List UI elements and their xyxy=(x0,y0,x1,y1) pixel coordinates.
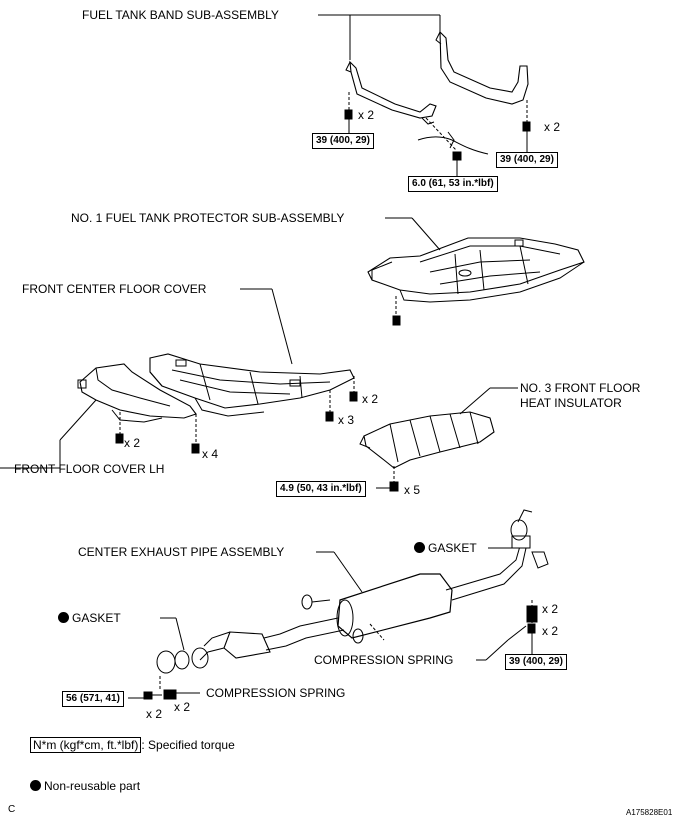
legend-torque: N*m (kgf*cm, ft.*lbf): Specified torque xyxy=(30,737,235,753)
qty-floor-cover-right: x 4 xyxy=(202,447,219,461)
center-exhaust-pipe-drawing xyxy=(128,509,549,700)
qty-band-left: x 2 xyxy=(358,108,375,122)
torque-band-center: 6.0 (61, 53 in.*lbf) xyxy=(408,176,498,192)
label-gasket-right: GASKET xyxy=(414,541,477,555)
torque-exhaust-right: 39 (400, 29) xyxy=(505,654,567,670)
label-center-exhaust-pipe: CENTER EXHAUST PIPE ASSEMBLY xyxy=(78,545,285,559)
qty-exhaust-left-spring: x 2 xyxy=(174,700,191,714)
label-fuel-tank-protector: NO. 1 FUEL TANK PROTECTOR SUB-ASSEMBLY xyxy=(71,211,345,225)
torque-band-right: 39 (400, 29) xyxy=(496,152,558,168)
qty-insulator: x 5 xyxy=(404,483,421,497)
label-compression-spring-right: COMPRESSION SPRING xyxy=(314,653,454,667)
legend-torque-box: N*m (kgf*cm, ft.*lbf) xyxy=(30,737,142,753)
torque-insulator: 4.9 (50, 43 in.*lbf) xyxy=(276,481,366,497)
figure-id: A175828E01 xyxy=(626,808,673,817)
label-no3-heat-insulator-line1: NO. 3 FRONT FLOOR xyxy=(520,381,641,395)
label-front-floor-cover-lh: FRONT FLOOR COVER LH xyxy=(14,462,165,476)
front-floor-cover-lh-drawing xyxy=(0,363,200,469)
gasket-right-text: GASKET xyxy=(428,541,477,555)
non-reusable-marker-icon xyxy=(58,612,69,623)
non-reusable-marker-icon xyxy=(30,780,41,791)
legend-non-reusable-text: Non-reusable part xyxy=(44,779,141,793)
fuel-tank-band-drawing xyxy=(318,14,531,176)
front-center-floor-cover-drawing xyxy=(149,288,358,422)
qty-exhaust-left-bolt: x 2 xyxy=(146,707,163,721)
label-front-center-floor-cover: FRONT CENTER FLOOR COVER xyxy=(22,282,207,296)
heat-insulator-drawing xyxy=(359,387,518,492)
label-compression-spring-left: COMPRESSION SPRING xyxy=(206,686,346,700)
label-gasket-left: GASKET xyxy=(58,611,121,625)
qty-band-right: x 2 xyxy=(544,120,561,134)
corner-letter: C xyxy=(8,804,16,815)
qty-exhaust-right-lower: x 2 xyxy=(542,624,559,638)
legend-torque-text: : Specified torque xyxy=(141,738,235,752)
torque-exhaust-left: 56 (571, 41) xyxy=(62,691,124,707)
qty-floor-cover-left: x 2 xyxy=(124,436,141,450)
non-reusable-marker-icon xyxy=(414,542,425,553)
label-no3-heat-insulator-line2: HEAT INSULATOR xyxy=(520,396,622,410)
fuel-tank-protector-drawing xyxy=(367,217,585,326)
label-fuel-tank-band: FUEL TANK BAND SUB-ASSEMBLY xyxy=(82,8,279,22)
qty-exhaust-right-upper: x 2 xyxy=(542,602,559,616)
qty-center-cover-right: x 2 xyxy=(362,392,379,406)
qty-center-cover-mid: x 3 xyxy=(338,413,355,427)
gasket-left-text: GASKET xyxy=(72,611,121,625)
torque-band-left: 39 (400, 29) xyxy=(312,133,374,149)
legend-non-reusable: Non-reusable part xyxy=(30,779,140,793)
